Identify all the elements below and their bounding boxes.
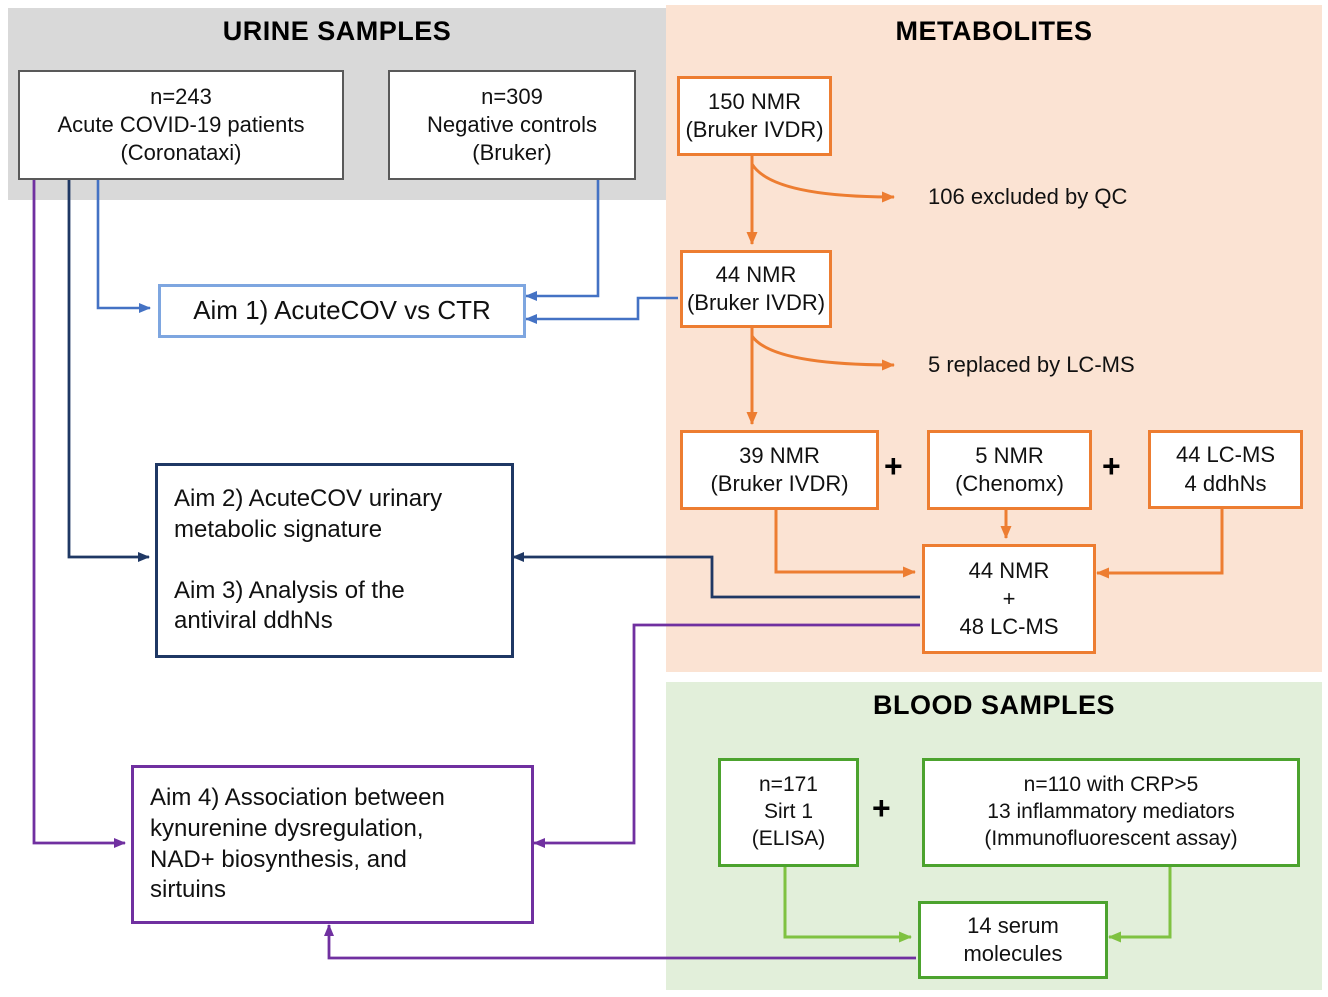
arrow-covid-to-aim23: [67, 178, 150, 562]
plus-sign-nmr39-nmr5: +: [884, 448, 903, 484]
negative-controls-box: n=309 Negative controls (Bruker): [388, 70, 636, 180]
nmr44-count: 44 NMR: [715, 261, 797, 287]
aim4-text-line3: NAD+ biosynthesis, and: [150, 845, 407, 873]
nmr44-platform: (Bruker IVDR): [686, 290, 826, 315]
aim4-text-line1: Aim 4) Association between: [150, 784, 445, 812]
lcms44-count: 44 LC-MS: [1175, 442, 1276, 468]
aim4-box: Aim 4) Association between kynurenine dy…: [131, 765, 534, 924]
combined-plus-sign: +: [1002, 585, 1016, 611]
nmr44-box: 44 NMR (Bruker IVDR): [680, 250, 832, 328]
excluded-by-qc-text: 106 excluded by QC: [928, 184, 1128, 209]
sirt1-box: n=171 Sirt 1 (ELISA): [718, 758, 859, 867]
aim1-box: Aim 1) AcuteCOV vs CTR: [158, 284, 526, 338]
replaced-by-lcms-text: 5 replaced by LC-MS: [928, 352, 1135, 377]
serum-molecules-box: 14 serum molecules: [918, 901, 1108, 979]
urine-samples-title: URINE SAMPLES: [222, 16, 452, 46]
aim4-text-line4: sirtuins: [150, 876, 227, 904]
plus-sign-nmr5-lcms44: +: [1102, 448, 1121, 484]
negative-controls-source: (Bruker): [472, 140, 552, 166]
aim3-text-line1: Aim 3) Analysis of the: [174, 576, 405, 604]
inflammatory-label: 13 inflammatory mediators: [987, 800, 1235, 824]
aim1-text: Aim 1) AcuteCOV vs CTR: [193, 295, 491, 326]
nmr39-count: 39 NMR: [739, 442, 820, 468]
nmr150-box: 150 NMR (Bruker IVDR): [677, 76, 832, 156]
sirt1-label: Sirt 1: [763, 800, 813, 824]
arrow-nmr44-to-aim1: [525, 296, 678, 324]
lcms44-ddhns: 4 ddhNs: [1184, 470, 1267, 496]
inflammatory-assay: (Immunofluorescent assay): [984, 826, 1238, 850]
covid-patients-source: (Coronataxi): [120, 140, 242, 166]
serum-count: 14 serum: [967, 912, 1059, 938]
nmr150-platform: (Bruker IVDR): [685, 117, 824, 142]
aim3-text-line2: antiviral ddhNs: [174, 607, 333, 635]
combined-lcms-count: 48 LC-MS: [959, 614, 1059, 640]
nmr39-box: 39 NMR (Bruker IVDR): [680, 430, 879, 510]
nmr5-box: 5 NMR (Chenomx): [927, 430, 1092, 510]
inflammatory-mediators-box: n=110 with CRP>5 13 inflammatory mediato…: [922, 758, 1300, 867]
metabolites-title: METABOLITES: [895, 16, 1093, 46]
combined-nmr-count: 44 NMR: [968, 557, 1050, 583]
nmr150-count: 150 NMR: [708, 88, 801, 114]
covid-patients-label: Acute COVID-19 patients: [57, 111, 305, 137]
arrow-covid-to-aim4: [32, 178, 126, 848]
nmr5-platform: (Chenomx): [955, 471, 1064, 496]
nmr5-count: 5 NMR: [975, 442, 1044, 468]
aim2-text-line2: metabolic signature: [174, 515, 383, 543]
serum-label: molecules: [963, 941, 1063, 966]
covid-patients-box: n=243 Acute COVID-19 patients (Coronatax…: [18, 70, 344, 180]
aim2-text-line1: Aim 2) AcuteCOV urinary: [174, 485, 443, 513]
covid-patients-n: n=243: [150, 83, 212, 109]
nmr39-platform: (Bruker IVDR): [710, 471, 849, 496]
blood-samples-title: BLOOD SAMPLES: [872, 690, 1115, 720]
negative-controls-n: n=309: [481, 83, 543, 109]
aim2-aim3-box: Aim 2) AcuteCOV urinary metabolic signat…: [155, 463, 514, 658]
sirt1-n: n=171: [759, 773, 818, 797]
sirt1-assay: (ELISA): [751, 826, 826, 850]
inflammatory-n: n=110 with CRP>5: [1023, 773, 1199, 797]
combined-metabolites-box: 44 NMR + 48 LC-MS: [922, 544, 1096, 654]
negative-controls-label: Negative controls: [427, 111, 597, 137]
lcms44-box: 44 LC-MS 4 ddhNs: [1148, 430, 1303, 509]
plus-sign-blood: +: [872, 790, 891, 826]
aim4-text-line2: kynurenine dysregulation,: [150, 814, 424, 842]
